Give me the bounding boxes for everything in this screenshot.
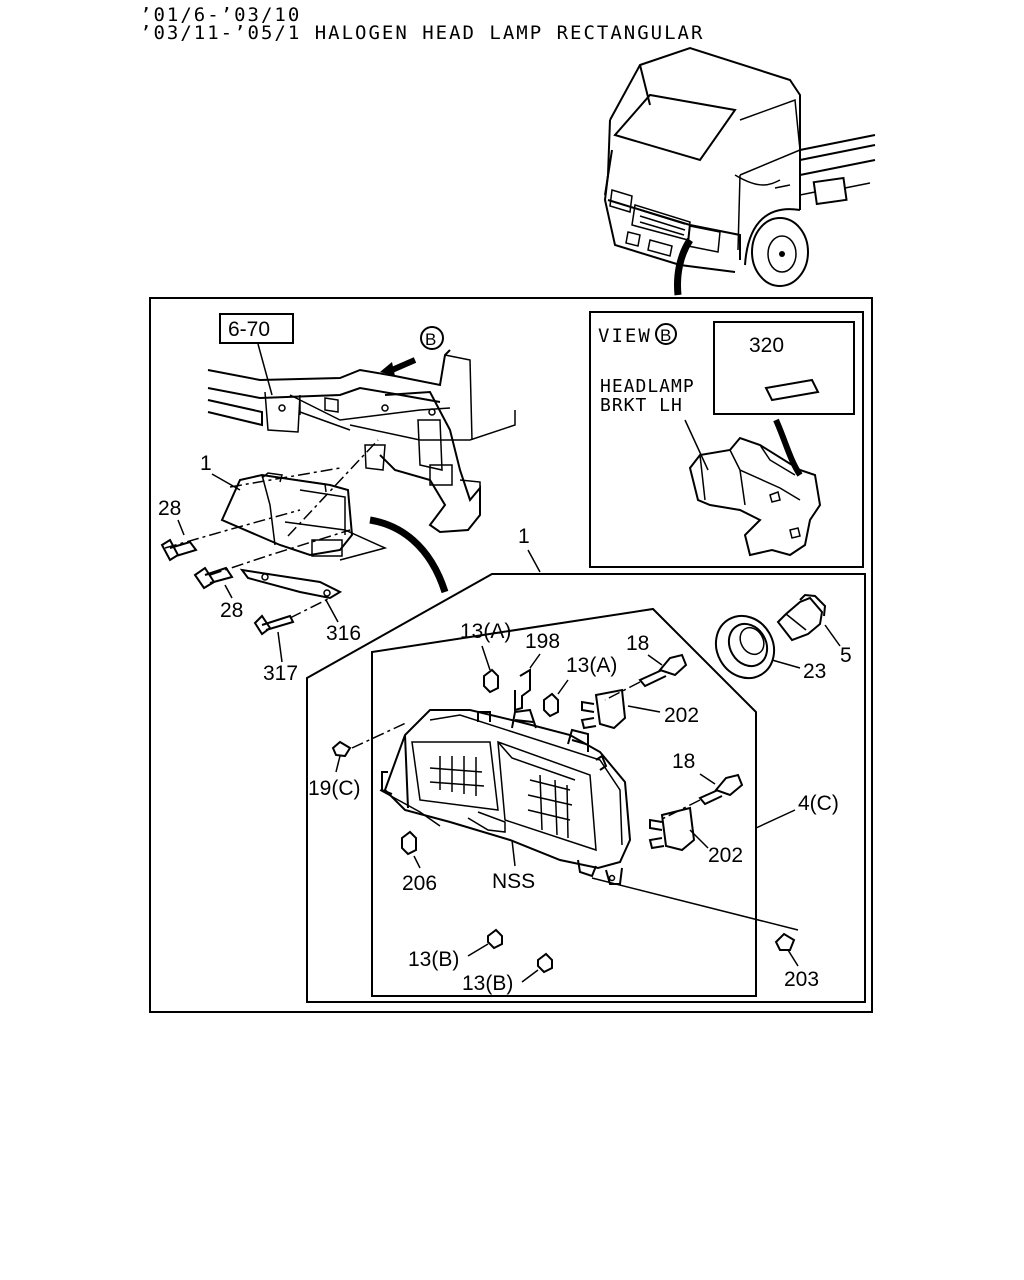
callout-28-a: 28 bbox=[158, 497, 181, 520]
view-b-inset: VIEW B 320 HEADLAMP BRKT LH bbox=[589, 311, 864, 568]
label-plate-320 bbox=[764, 378, 820, 402]
callout-28-b: 28 bbox=[220, 599, 243, 622]
inset-label-line1: HEADLAMP bbox=[600, 376, 695, 397]
callout-5: 5 bbox=[840, 644, 852, 667]
inset-label-line2: BRKT LH bbox=[600, 395, 683, 416]
exploded-view-frame bbox=[306, 573, 866, 1003]
callout-4c: 4(C) bbox=[798, 792, 839, 815]
diagram-frame bbox=[149, 297, 873, 1013]
ref-box-label: 6-70 bbox=[228, 318, 270, 341]
callout-320: 320 bbox=[749, 334, 784, 357]
callout-19c: 19(C) bbox=[308, 777, 361, 800]
callout-13b-1: 13(B) bbox=[408, 948, 459, 971]
callout-13a-1: 13(A) bbox=[460, 620, 511, 643]
callout-13a-2: 13(A) bbox=[566, 654, 617, 677]
callout-202-b: 202 bbox=[708, 844, 743, 867]
upper-headlamp-assembly: 1 28 28 316 317 bbox=[158, 439, 449, 685]
callout-18-b: 18 bbox=[672, 750, 695, 773]
callout-206: 206 bbox=[402, 872, 437, 895]
header-line-2: ’03/11-’05/1 HALOGEN HEAD LAMP RECTANGUL… bbox=[140, 22, 705, 44]
bulb-and-boot: 23 5 bbox=[714, 593, 852, 683]
callout-198: 198 bbox=[525, 630, 560, 653]
callout-nss: NSS bbox=[492, 870, 535, 893]
truck-illustration bbox=[603, 46, 876, 296]
callout-23: 23 bbox=[803, 660, 826, 683]
ref-box-6-70 bbox=[219, 313, 294, 344]
callout-13b-2: 13(B) bbox=[462, 972, 513, 995]
arrow-marker: B bbox=[425, 330, 436, 349]
header-line-1: ’01/6-’03/10 bbox=[140, 4, 302, 26]
callout-202-a: 202 bbox=[664, 704, 699, 727]
callout-1-upper: 1 bbox=[200, 452, 212, 475]
lamp-detail-frame bbox=[371, 607, 757, 997]
callout-317: 317 bbox=[263, 662, 298, 685]
callout-203: 203 bbox=[784, 968, 819, 991]
callout-316: 316 bbox=[326, 622, 361, 645]
clips-and-brackets: 13(A) 198 13(A) 18 202 19(C) 18 202 4(C) bbox=[308, 620, 839, 867]
frame-rail-area: 6-70 B bbox=[207, 313, 516, 534]
headlamp-body: 206 NSS bbox=[379, 708, 799, 931]
view-title: VIEW bbox=[598, 325, 652, 347]
callout-1-lower: 1 bbox=[518, 525, 530, 548]
callout-18-a: 18 bbox=[626, 632, 649, 655]
view-marker: B bbox=[660, 326, 671, 345]
lower-clips: 13(B) 13(B) 203 bbox=[408, 928, 819, 995]
